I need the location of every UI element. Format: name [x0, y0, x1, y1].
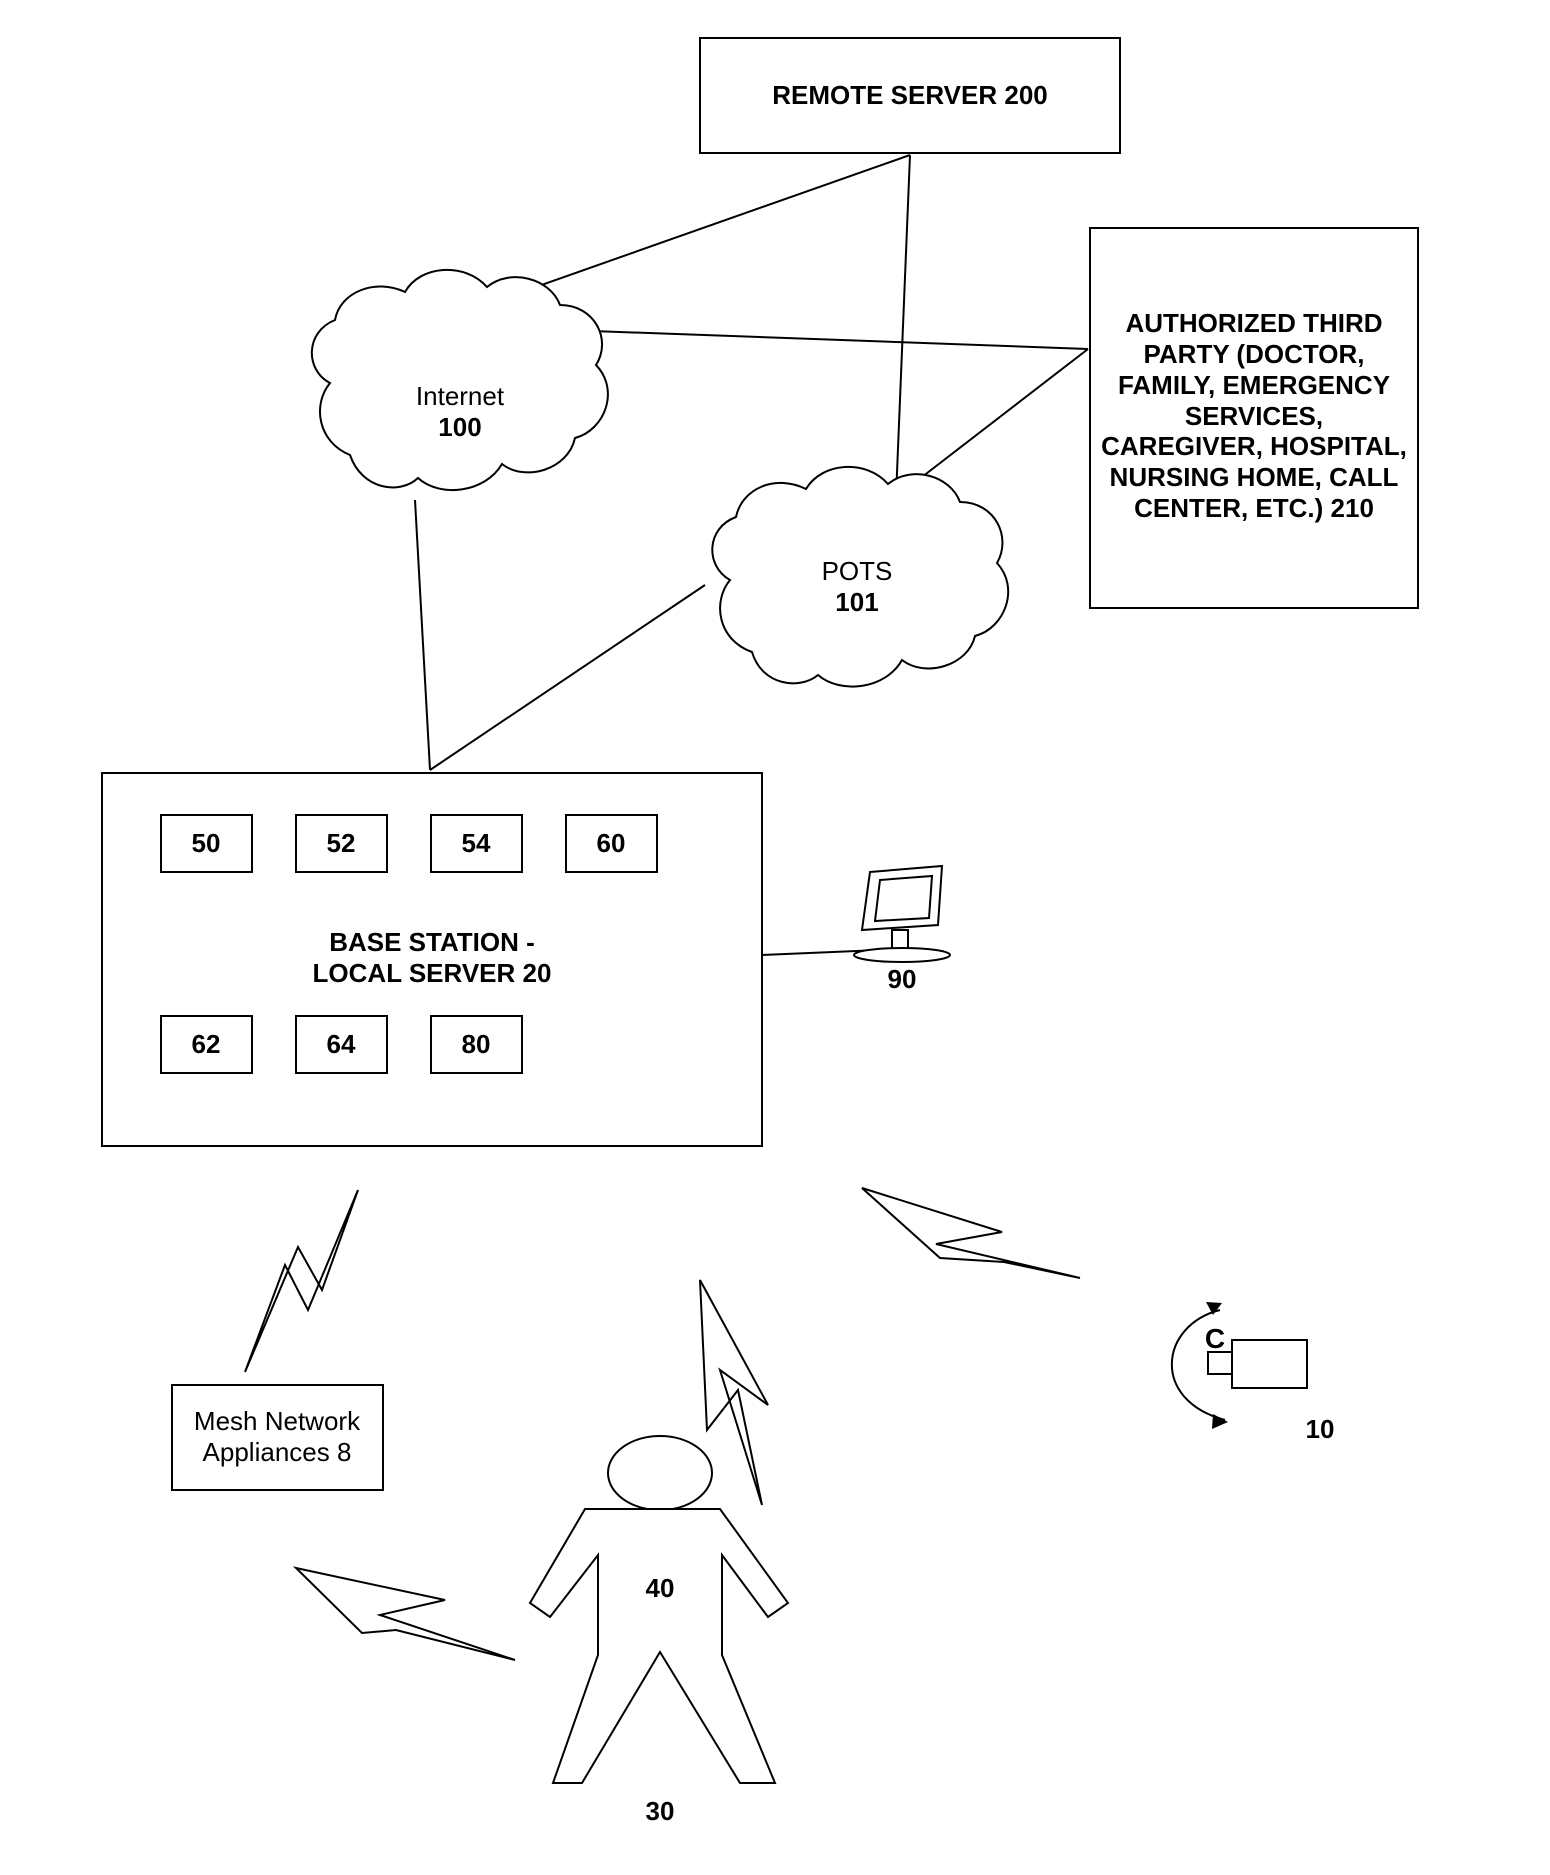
module-label: 60 [597, 828, 626, 858]
person-ref: 30 [646, 1796, 675, 1826]
camera-glyph: C [1205, 1323, 1225, 1354]
line-internet-base-station [415, 500, 430, 770]
third-party-line: AUTHORIZED THIRD [1125, 308, 1382, 338]
base-station-label: BASE STATION - [329, 927, 535, 957]
monitor: 90 [854, 866, 950, 994]
remote-server-label: REMOTE SERVER 200 [772, 80, 1048, 110]
third-party-line: NURSING HOME, CALL [1110, 462, 1399, 492]
module-label: 62 [192, 1029, 221, 1059]
person-head [608, 1436, 712, 1510]
third-party-line: PARTY (DOCTOR, [1143, 339, 1364, 369]
mesh-label: Appliances 8 [203, 1437, 352, 1467]
authorized-third-party: AUTHORIZED THIRD PARTY (DOCTOR, FAMILY, … [1090, 228, 1418, 608]
third-party-line: CENTER, ETC.) 210 [1134, 493, 1374, 523]
pots-cloud: POTS 101 [712, 467, 1008, 687]
internet-ref: 100 [438, 412, 481, 442]
lightning-bolt-icon [296, 1568, 515, 1660]
internet-name: Internet [416, 381, 505, 411]
module-label: 50 [192, 828, 221, 858]
camera-ref: 10 [1306, 1414, 1335, 1444]
remote-server: REMOTE SERVER 200 [700, 38, 1120, 153]
third-party-line: SERVICES, [1185, 401, 1323, 431]
lightning-bolt-icon [862, 1188, 1080, 1278]
module-label: 64 [327, 1029, 356, 1059]
module-label: 52 [327, 828, 356, 858]
base-station: 50 52 54 60 BASE STATION - LOCAL SERVER … [102, 773, 762, 1146]
module-label: 54 [462, 828, 491, 858]
mesh-network-appliances: Mesh Network Appliances 8 [172, 1385, 383, 1490]
monitor-ref: 90 [888, 964, 917, 994]
line-pots-base-station [430, 585, 705, 770]
person-body-ref: 40 [646, 1573, 675, 1603]
third-party-line: FAMILY, EMERGENCY [1118, 370, 1390, 400]
mesh-label: Mesh Network [194, 1406, 361, 1436]
pots-ref: 101 [835, 587, 878, 617]
internet-cloud: Internet 100 [312, 270, 608, 490]
camera: C 10 [1172, 1302, 1335, 1444]
line-remote-server-pots [896, 155, 910, 497]
base-station-label: LOCAL SERVER 20 [313, 958, 552, 988]
lightning-bolt-icon [245, 1190, 358, 1372]
person: 40 30 [530, 1436, 788, 1826]
module-label: 80 [462, 1029, 491, 1059]
pots-name: POTS [822, 556, 893, 586]
third-party-line: CAREGIVER, HOSPITAL, [1101, 431, 1407, 461]
camera-icon [1172, 1302, 1307, 1429]
person-body [530, 1509, 788, 1783]
cloud-icon [312, 270, 608, 490]
monitor-icon [854, 866, 950, 962]
